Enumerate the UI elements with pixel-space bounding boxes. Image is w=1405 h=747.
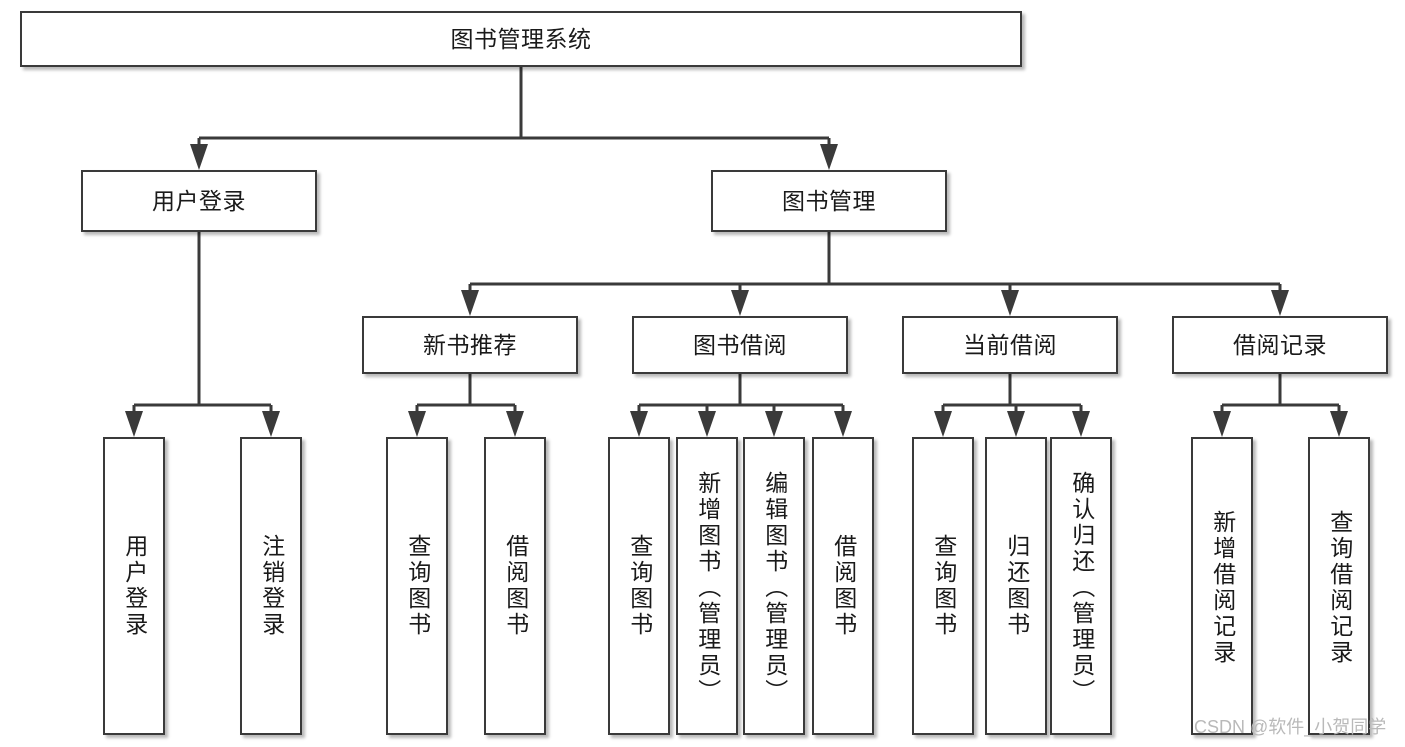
arrowhead-icon [408,411,426,437]
node-label: 新增借阅记录 [1209,510,1236,666]
node-label: 借阅图书 [502,534,529,638]
node-n_current: 当前借阅 [902,316,1118,374]
node-label: 查询图书 [404,534,431,638]
node-label: 新书推荐 [423,331,517,358]
arrowhead-icon [1007,411,1025,437]
arrowhead-icon [506,411,524,437]
arrowhead-icon [1330,411,1348,437]
node-label: 查询图书 [930,534,957,638]
node-l_bo_add: 新增图书（管理员） [676,437,738,735]
arrowhead-icon [190,144,208,170]
node-label: 用户登录 [121,534,148,638]
node-n_books: 图书管理 [711,170,947,232]
node-l_user_login: 用户登录 [103,437,165,735]
arrowhead-icon [934,411,952,437]
node-l_bo_lend: 借阅图书 [812,437,874,735]
node-label: 归还图书 [1003,534,1030,638]
arrowhead-icon [731,290,749,316]
node-n_borrow: 图书借阅 [632,316,848,374]
node-l_bo_query: 查询图书 [608,437,670,735]
node-l_rec_query: 查询借阅记录 [1308,437,1370,735]
arrowhead-icon [630,411,648,437]
arrowhead-icon [820,144,838,170]
node-l_bo_edit: 编辑图书（管理员） [743,437,805,735]
node-label: 用户登录 [152,187,246,214]
arrowhead-icon [262,411,280,437]
node-n_new: 新书推荐 [362,316,578,374]
node-n_login: 用户登录 [81,170,317,232]
node-l_cu_confirm: 确认归还（管理员） [1050,437,1112,735]
node-label: 编辑图书（管理员） [761,471,788,705]
node-l_user_logout: 注销登录 [240,437,302,735]
node-label: 确认归还（管理员） [1068,471,1095,705]
node-label: 新增图书（管理员） [694,471,721,705]
node-n_record: 借阅记录 [1172,316,1388,374]
arrowhead-icon [1271,290,1289,316]
node-label: 当前借阅 [963,331,1057,358]
node-root: 图书管理系统 [20,11,1022,67]
node-l_new_query: 查询图书 [386,437,448,735]
node-label: 注销登录 [258,534,285,638]
node-l_cu_query: 查询图书 [912,437,974,735]
arrowhead-icon [1213,411,1231,437]
node-label: 借阅记录 [1233,331,1327,358]
arrowhead-icon [1072,411,1090,437]
arrowhead-icon [1001,290,1019,316]
node-label: 查询图书 [626,534,653,638]
arrowhead-icon [461,290,479,316]
arrowhead-icon [834,411,852,437]
arrowhead-icon [125,411,143,437]
arrowhead-icon [698,411,716,437]
node-label: 查询借阅记录 [1326,510,1353,666]
node-label: 图书借阅 [693,331,787,358]
node-l_rec_add: 新增借阅记录 [1191,437,1253,735]
arrowhead-icon [765,411,783,437]
node-l_cu_return: 归还图书 [985,437,1047,735]
node-l_new_borrow: 借阅图书 [484,437,546,735]
node-label: 图书管理系统 [450,25,592,52]
node-label: 图书管理 [782,187,876,214]
node-label: 借阅图书 [830,534,857,638]
